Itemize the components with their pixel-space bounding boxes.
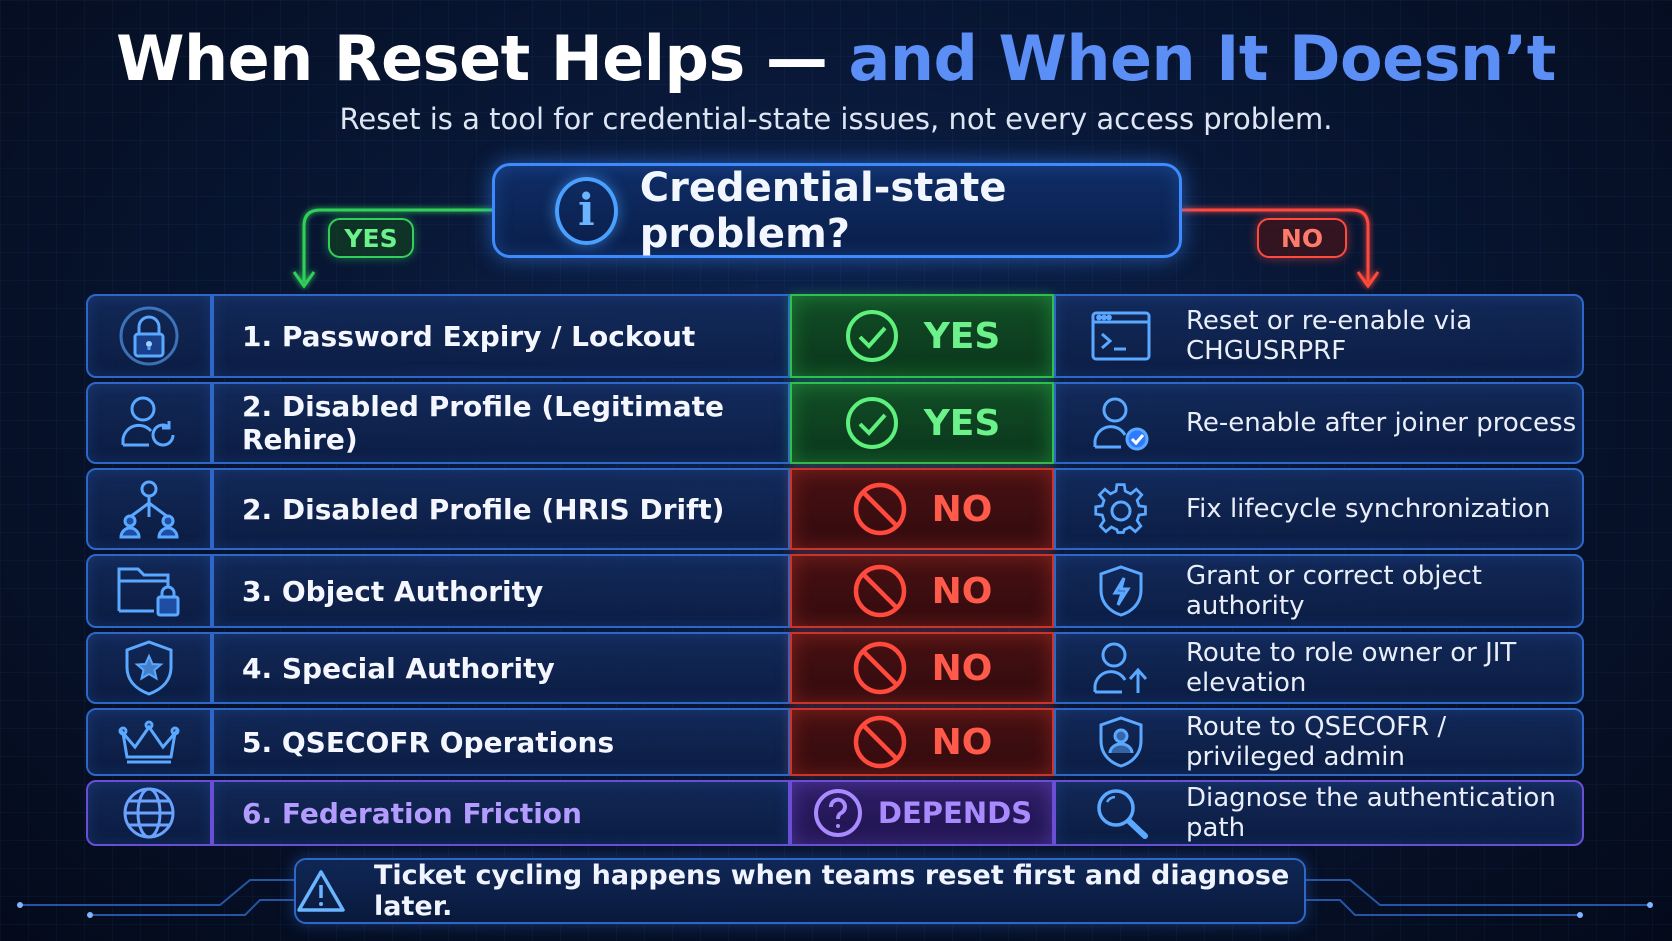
row-action: Diagnose the authentication path [1186,783,1556,843]
decision-question: i Credential-state problem? [492,163,1182,258]
footer-callout: Ticket cycling happens when teams reset … [294,858,1306,924]
verdict-yes: YES [790,382,1054,464]
check-circle-icon [845,310,898,362]
terminal-icon [1091,311,1151,361]
prohibited-icon [853,641,906,695]
crown-icon [118,720,180,764]
network-icon [119,480,179,539]
page-subtitle: Reset is a tool for credential-state iss… [339,102,1333,136]
globe-icon [123,787,175,839]
row-label: 6. Federation Friction [212,780,790,846]
table-row: 3. Object Authority NO Grant or correct … [86,554,1584,628]
verdict-no: NO [790,708,1054,776]
row-action: Grant or correct object authority [1186,561,1482,621]
shield-star-icon [125,640,173,696]
table-row: 6. Federation Friction DEPENDS Diagnose … [86,780,1584,846]
row-action: Fix lifecycle synchronization [1186,494,1551,524]
user-check-icon [1093,397,1149,451]
row-action: Reset or re-enable via CHGUSRPRF [1186,306,1473,366]
row-label: 4. Special Authority [212,632,790,704]
search-icon [1097,789,1148,839]
prohibited-icon [853,715,906,769]
table-row: 1. Password Expiry / Lockout YES Reset o… [86,294,1584,378]
table-row: 4. Special Authority NO Route to role ow… [86,632,1584,704]
row-label: 1. Password Expiry / Lockout [212,294,790,378]
row-label: 3. Object Authority [212,554,790,628]
row-action: Route to QSECOFR / privileged admin [1186,712,1447,772]
no-branch-label: NO [1257,218,1347,258]
row-label: 5. QSECOFR Operations [212,708,790,776]
table-row: 2. Disabled Profile (HRIS Drift) NO Fix … [86,468,1584,550]
table-row: 5. QSECOFR Operations NO Route to QSECOF… [86,708,1584,776]
shield-bolt-icon [1099,565,1143,617]
verdict-yes: YES [790,294,1054,378]
row-label: 2. Disabled Profile (HRIS Drift) [212,468,790,550]
row-label: 2. Disabled Profile (Legitimate Rehire) [212,382,790,464]
row-action: Re-enable after joiner process [1186,408,1577,438]
verdict-no: NO [790,554,1054,628]
yes-branch-label: YES [328,218,414,258]
lock-icon [119,306,179,366]
footer-text: Ticket cycling happens when teams reset … [374,860,1290,922]
verdict-depends: DEPENDS [790,780,1054,846]
info-icon: i [555,176,618,245]
table-row: 2. Disabled Profile (Legitimate Rehire) … [86,382,1584,464]
gear-icon [1094,483,1147,534]
question-text: Credential-state problem? [639,164,1007,257]
verdict-no: NO [790,468,1054,550]
prohibited-icon [853,564,906,618]
shield-user-icon [1099,716,1143,768]
user-refresh-icon [121,396,175,447]
verdict-no: NO [790,632,1054,704]
warning-icon [297,870,345,912]
check-circle-icon [845,397,898,449]
folder-lock-icon [117,567,180,617]
page-title: When Reset Helps — and When It Doesn’t [116,22,1556,95]
user-up-icon [1093,642,1148,694]
row-action: Route to role owner or JIT elevation [1186,638,1517,698]
prohibited-icon [853,482,906,536]
question-circle-icon [813,789,862,837]
